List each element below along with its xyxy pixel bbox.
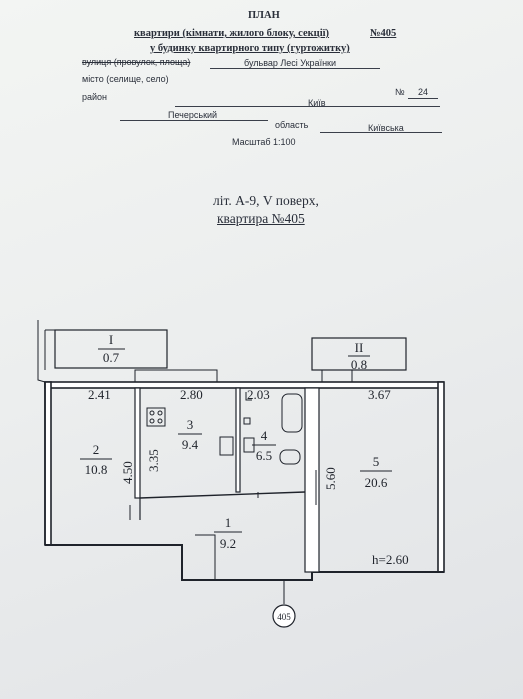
room-1-number: 1: [225, 515, 232, 530]
subtitle-liter: літ. А-9, V поверх,: [213, 193, 319, 208]
dimension-5-60: 5.60: [323, 467, 338, 490]
district-value: Печерський: [168, 110, 218, 120]
room-I-number: I: [109, 332, 113, 347]
room-5-number: 5: [373, 454, 380, 469]
room-4-number: 4: [261, 428, 268, 443]
apartment-number: №405: [370, 28, 397, 39]
number-sign: №: [395, 87, 405, 97]
city-label: місто (селище, село): [82, 74, 169, 84]
subtitle-apartment: квартира №405: [217, 211, 305, 226]
room-II-number: II: [355, 340, 364, 355]
dimension-2-03: 2.03: [247, 387, 270, 402]
house-number: 24: [418, 87, 429, 97]
room-2-number: 2: [93, 442, 100, 457]
street-label: вулиця (провулок, площа): [82, 57, 191, 67]
oblast-value: Київська: [368, 123, 404, 133]
street-value: бульвар Лесі Українки: [244, 58, 336, 68]
city-value: Київ: [308, 98, 326, 108]
apartment-marker: 405: [277, 612, 291, 622]
room-1-area: 9.2: [220, 536, 236, 551]
dimension-4-50: 4.50: [120, 461, 135, 484]
room-5-area: 20.6: [365, 475, 388, 490]
dimension-2-41: 2.41: [88, 387, 111, 402]
room-II-area: 0.8: [351, 357, 367, 372]
dimension-3-35: 3.35: [146, 449, 161, 472]
room-3-area: 9.4: [182, 437, 199, 452]
dimension-2-80: 2.80: [180, 387, 203, 402]
room-4-area: 6.5: [256, 448, 272, 463]
apartment-line: квартири (кімнати, жилого блоку, секції): [134, 28, 330, 39]
building-type-line: у будинку квартирного типу (гуртожитку): [150, 43, 350, 54]
plan-heading: ПЛАН: [248, 10, 280, 21]
ceiling-height: h=2.60: [372, 552, 409, 567]
room-2-area: 10.8: [85, 462, 108, 477]
room-3-number: 3: [187, 417, 194, 432]
district-label: район: [82, 92, 108, 102]
room-I-area: 0.7: [103, 350, 120, 365]
scale-label: Масштаб 1:100: [232, 137, 296, 147]
oblast-label: область: [275, 120, 309, 130]
dimension-3-67: 3.67: [368, 387, 391, 402]
